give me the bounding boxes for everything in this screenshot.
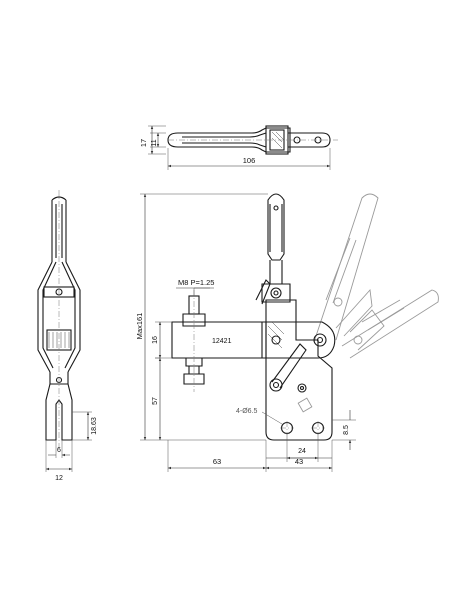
top-dim-106: 106 (243, 156, 256, 165)
part-number: 12421 (212, 338, 232, 345)
ghost-positions (313, 193, 439, 359)
front-view: M8 P=1.25 12421 4-Ø6.5 Max161 16 57 8.5 … (135, 193, 439, 472)
dim-max161: Max161 (135, 313, 144, 340)
dim-63: 63 (213, 457, 221, 466)
dim-24: 24 (298, 448, 306, 455)
top-view: 17 11 106 (139, 125, 338, 170)
top-dim-17: 17 (139, 139, 148, 147)
side-dim-12: 12 (55, 475, 63, 482)
top-dim-11: 11 (151, 139, 158, 146)
side-view: 18.63 6 12 (37, 190, 98, 482)
dim-8-5: 8.5 (343, 425, 350, 435)
hole-callout: 4-Ø6.5 (236, 408, 258, 415)
dim-57: 57 (152, 397, 159, 405)
side-dim-6: 6 (57, 447, 61, 454)
thread-spec: M8 P=1.25 (178, 278, 214, 287)
dim-16: 16 (152, 336, 159, 344)
side-dim-18-63: 18.63 (91, 417, 98, 435)
dim-43: 43 (295, 457, 303, 466)
